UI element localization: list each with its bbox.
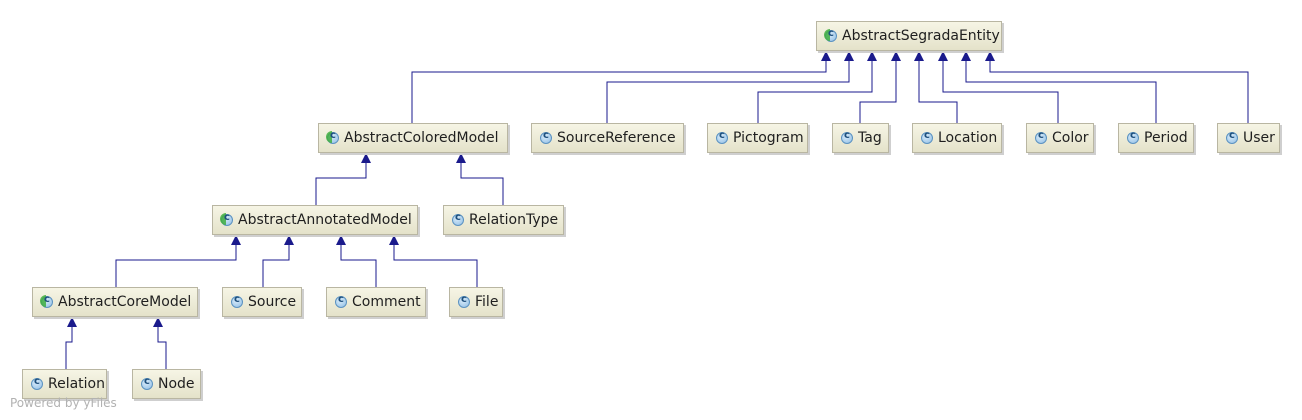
inheritance-edge-relation-type (460, 162, 504, 205)
class-node-relation-type[interactable]: RelationType (443, 205, 564, 235)
class-node-file[interactable]: File (449, 287, 503, 317)
class-icon (458, 294, 470, 308)
inheritance-edge-abstract-core-model (115, 244, 237, 287)
abstract-class-icon (220, 212, 233, 226)
inheritance-edge-tag (859, 60, 897, 123)
inheritance-arrow-head (361, 153, 371, 163)
abstract-class-icon (40, 294, 53, 308)
inheritance-arrow-head (985, 51, 995, 61)
class-node-comment[interactable]: Comment (326, 287, 426, 317)
class-label: Period (1144, 130, 1188, 146)
inheritance-edge-abstract-colored-model (411, 60, 827, 123)
class-node-tag[interactable]: Tag (832, 123, 889, 153)
class-icon (540, 130, 552, 144)
class-node-color[interactable]: Color (1026, 123, 1094, 153)
class-icon (1226, 130, 1238, 144)
class-label: Comment (352, 294, 421, 310)
class-icon (1035, 130, 1047, 144)
class-icon (921, 130, 933, 144)
class-icon (716, 130, 728, 144)
class-label: RelationType (469, 212, 559, 228)
class-label: File (475, 294, 499, 310)
inheritance-arrow-head (914, 51, 924, 61)
class-label: AbstractSegradaEntity (842, 28, 1000, 44)
class-label: AbstractCoreModel (58, 294, 192, 310)
class-node-abstract-segrada-entity[interactable]: AbstractSegradaEntity (816, 21, 1002, 51)
inheritance-arrow-head (821, 51, 831, 61)
inheritance-arrow-head (231, 235, 241, 245)
inheritance-edge-comment (340, 244, 377, 287)
class-label: Node (158, 376, 195, 392)
class-icon (231, 294, 243, 308)
inheritance-edge-node (157, 326, 167, 369)
class-label: Color (1052, 130, 1089, 146)
class-label: AbstractColoredModel (344, 130, 499, 146)
inheritance-arrow-head (153, 317, 163, 327)
inheritance-arrow-head (389, 235, 399, 245)
inheritance-arrow-head (456, 153, 466, 163)
class-node-pictogram[interactable]: Pictogram (707, 123, 808, 153)
class-node-node[interactable]: Node (132, 369, 201, 399)
inheritance-edge-period (965, 60, 1157, 123)
inheritance-edge-user (989, 60, 1249, 123)
class-node-abstract-colored-model[interactable]: AbstractColoredModel (318, 123, 508, 153)
class-node-abstract-core-model[interactable]: AbstractCoreModel (32, 287, 198, 317)
class-icon (1127, 130, 1139, 144)
powered-by-footer: Powered by yFiles (10, 396, 117, 410)
inheritance-arrow-head (867, 51, 877, 61)
inheritance-arrow-head (938, 51, 948, 61)
class-icon (452, 212, 464, 226)
class-label: AbstractAnnotatedModel (238, 212, 412, 228)
inheritance-edge-file (393, 244, 478, 287)
class-label: SourceReference (557, 130, 676, 146)
class-node-relation[interactable]: Relation (22, 369, 107, 399)
class-node-source[interactable]: Source (222, 287, 302, 317)
class-node-location[interactable]: Location (912, 123, 1002, 153)
class-icon (335, 294, 347, 308)
class-icon (31, 376, 43, 390)
inheritance-edge-pictogram (757, 60, 873, 123)
inheritance-arrow-head (67, 317, 77, 327)
class-node-user[interactable]: User (1217, 123, 1280, 153)
class-icon (141, 376, 153, 390)
abstract-class-icon (326, 130, 339, 144)
abstract-class-icon (824, 28, 837, 42)
inheritance-edge-location (918, 60, 958, 123)
inheritance-arrow-head (336, 235, 346, 245)
class-label: Pictogram (733, 130, 804, 146)
inheritance-arrow-head (961, 51, 971, 61)
class-label: Relation (48, 376, 105, 392)
class-node-source-reference[interactable]: SourceReference (531, 123, 684, 153)
class-label: Location (938, 130, 998, 146)
inheritance-edge-source (262, 244, 290, 287)
inheritance-arrow-head (284, 235, 294, 245)
inheritance-arrow-head (891, 51, 901, 61)
inheritance-edge-color (942, 60, 1059, 123)
inheritance-edge-abstract-annotated-model (315, 162, 367, 205)
inheritance-arrow-head (844, 51, 854, 61)
class-label: Tag (858, 130, 882, 146)
class-node-period[interactable]: Period (1118, 123, 1194, 153)
inheritance-edge-source-reference (606, 60, 850, 123)
class-label: User (1243, 130, 1275, 146)
class-label: Source (248, 294, 297, 310)
class-icon (841, 130, 853, 144)
class-node-abstract-annotated-model[interactable]: AbstractAnnotatedModel (212, 205, 418, 235)
inheritance-edge-relation (65, 326, 73, 369)
